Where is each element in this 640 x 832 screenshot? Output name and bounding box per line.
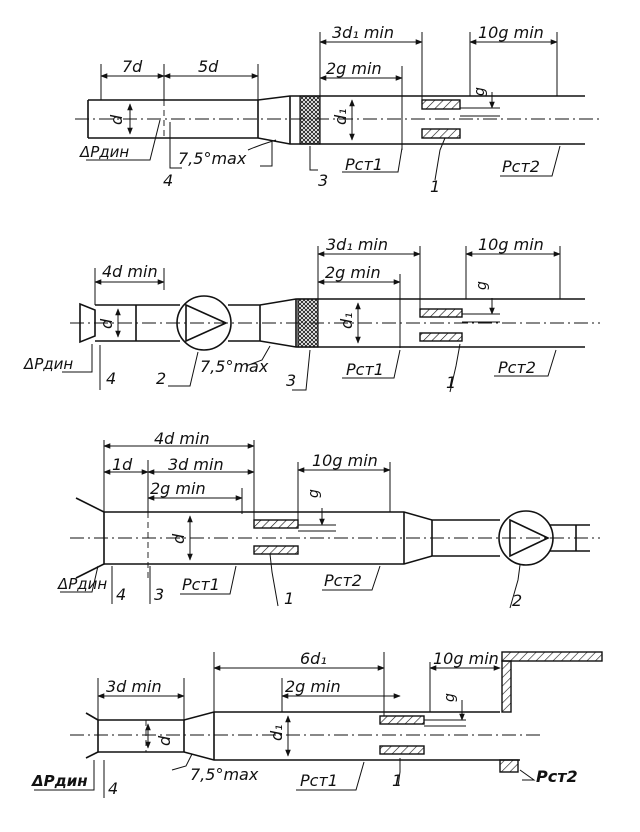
pipe-outline	[85, 711, 520, 761]
callout-1: 1	[392, 771, 402, 790]
label-3d1-min: 3d₁ min	[326, 235, 388, 254]
label-dp-din: ΔPдин	[31, 772, 88, 790]
fan	[176, 295, 232, 351]
callout-2: 2	[156, 369, 166, 388]
leader-lines	[60, 553, 521, 609]
label-dp-din: ΔPдин	[23, 355, 73, 373]
label-pst1: Pст1	[345, 155, 383, 174]
flow-straightener	[299, 95, 321, 145]
callout-3: 3	[318, 171, 328, 190]
callout-4: 4	[163, 171, 173, 190]
label-1d: 1d	[112, 455, 133, 474]
label-angle: 7,5°max	[190, 765, 259, 784]
extension-lines	[100, 32, 558, 150]
diagram-4: 3d min 6d₁ 2g min 10g min d d₁ g ΔPдин 4…	[31, 649, 603, 798]
label-g: g	[442, 693, 458, 702]
label-2g-min: 2g min	[150, 479, 206, 498]
probe-lower	[379, 745, 425, 755]
extension-lines	[103, 440, 391, 580]
extension-lines	[94, 246, 561, 348]
elbow-outlet	[499, 651, 603, 773]
label-6d1: 6d₁	[300, 649, 327, 668]
label-g: g	[472, 87, 488, 96]
label-3d-min: 3d min	[168, 455, 224, 474]
label-2g-min: 2g min	[326, 59, 382, 78]
callout-3: 3	[154, 585, 164, 604]
fan	[498, 510, 554, 566]
label-angle: 7,5°max	[178, 149, 247, 168]
probe-upper	[253, 519, 299, 529]
label-pst1: Pст1	[300, 771, 338, 790]
label-2g-min: 2g min	[325, 263, 381, 282]
label-d: d	[155, 735, 174, 746]
label-d1: d₁	[337, 312, 356, 329]
label-pst2: Pст2	[536, 767, 578, 786]
label-3d1-min: 3d₁ min	[332, 23, 394, 42]
probe-lower	[253, 545, 299, 555]
label-10g-min: 10g min	[478, 23, 544, 42]
callout-4: 4	[108, 779, 118, 798]
pipe-outline	[79, 298, 585, 348]
flow-straightener	[297, 298, 319, 348]
label-dp-din: ΔPдин	[57, 575, 107, 593]
diagram-3: 4d min 1d 3d min 2g min 10g min d g ΔPди…	[57, 429, 600, 610]
probe-lower	[421, 128, 461, 139]
label-d1: d₁	[267, 724, 286, 741]
label-pst1: Pст1	[346, 360, 384, 379]
label-pst1: Pст1	[182, 575, 220, 594]
leader-lines	[34, 753, 536, 798]
label-d1: d₁	[331, 108, 350, 125]
label-d: d	[97, 318, 116, 329]
label-g: g	[306, 489, 322, 498]
label-pst2: Pст2	[324, 571, 362, 590]
label-10g-min: 10g min	[433, 649, 499, 668]
diagram-2: 4d min 3d₁ min 2g min 10g min d d₁ g ΔPд…	[23, 235, 600, 393]
label-2g-min: 2g min	[285, 677, 341, 696]
leader-lines	[86, 119, 561, 181]
callout-1: 1	[446, 373, 456, 392]
diagram-1: 7d 5d 3d₁ min 2g min 10g min d d₁ g ΔPди…	[75, 23, 600, 196]
leader-lines	[62, 343, 557, 393]
label-4d-min: 4d min	[102, 262, 158, 281]
callout-1: 1	[430, 177, 440, 196]
label-g: g	[474, 281, 490, 290]
label-7d: 7d	[122, 57, 143, 76]
probe-lower	[419, 332, 463, 342]
label-5d: 5d	[198, 57, 219, 76]
label-3d-min: 3d min	[106, 677, 162, 696]
label-10g-min: 10g min	[312, 451, 378, 470]
callout-4: 4	[116, 585, 126, 604]
probe-upper	[421, 99, 461, 110]
label-10g-min: 10g min	[478, 235, 544, 254]
probe-upper	[419, 308, 463, 318]
label-pst2: Pст2	[498, 358, 536, 377]
label-dp-din: ΔPдин	[79, 143, 129, 161]
label-angle: 7,5°max	[200, 357, 269, 376]
callout-2: 2	[512, 591, 522, 610]
label-d: d	[169, 533, 188, 544]
label-d: d	[107, 114, 126, 125]
probe-upper	[379, 715, 425, 725]
label-pst2: Pст2	[502, 157, 540, 176]
callout-1: 1	[284, 589, 294, 608]
callout-4: 4	[106, 369, 116, 388]
label-4d-min: 4d min	[154, 429, 210, 448]
callout-3: 3	[286, 371, 296, 390]
